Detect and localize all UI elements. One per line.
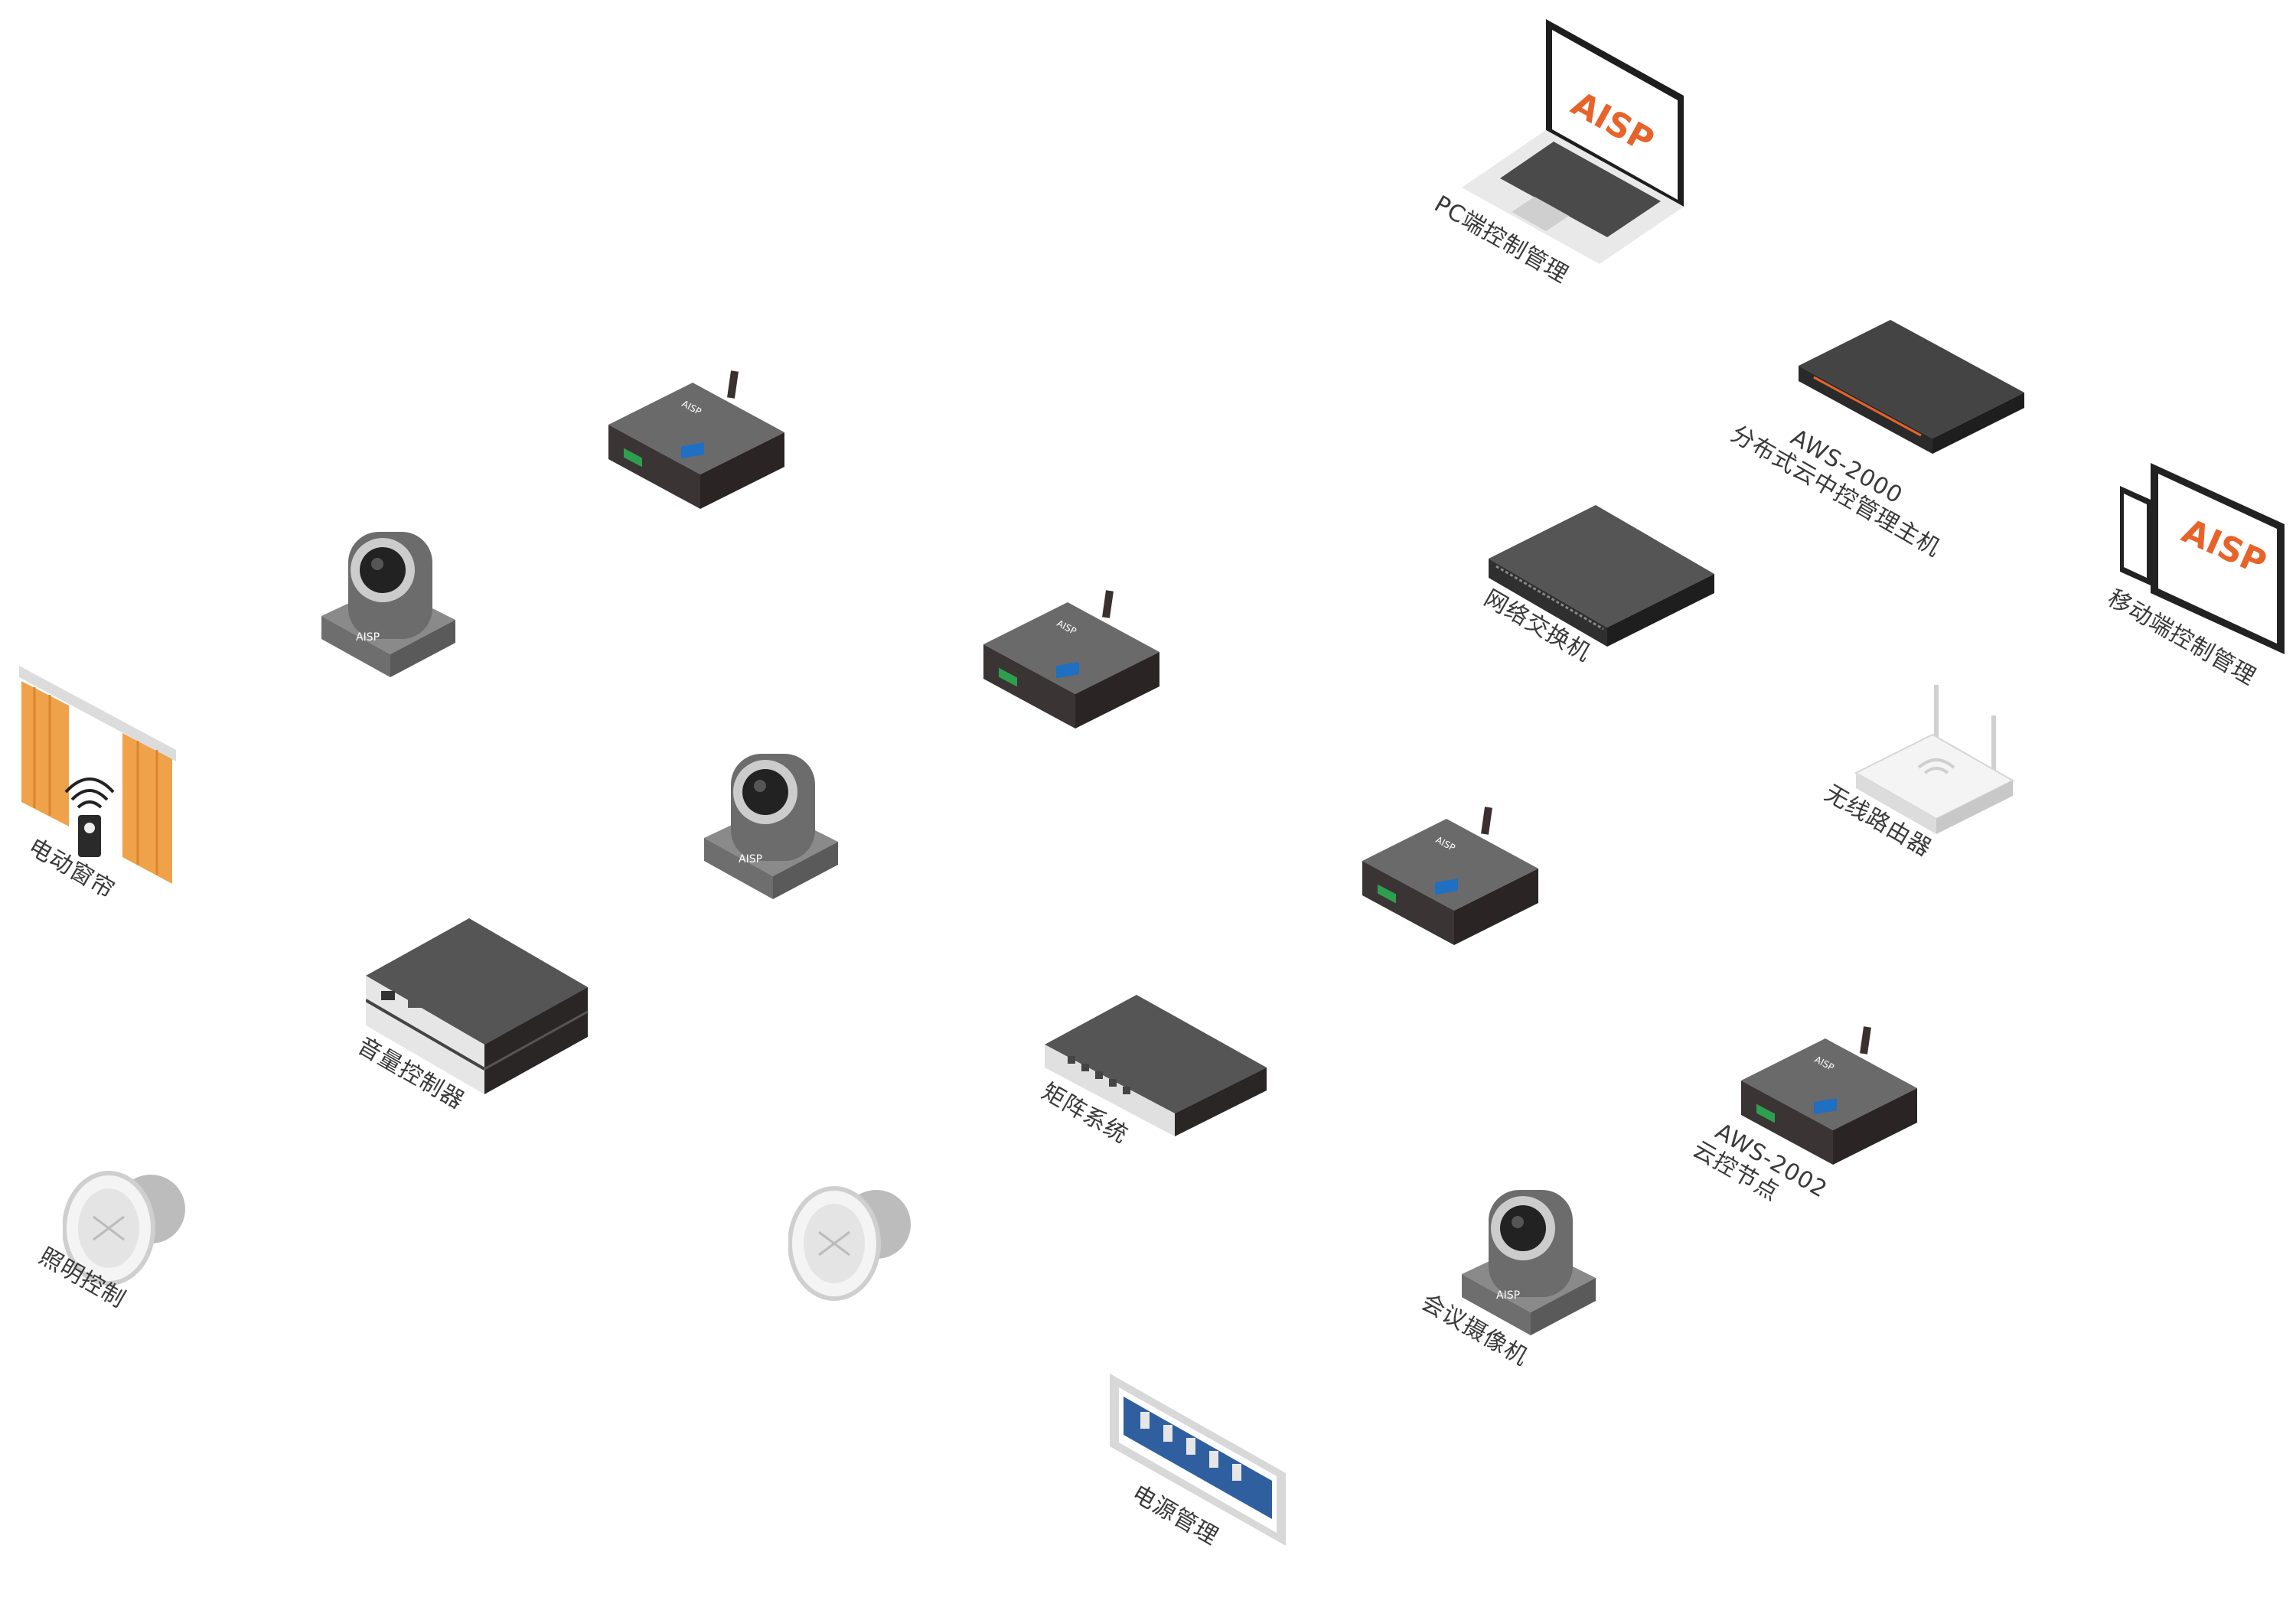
curtain-icon [19, 666, 176, 884]
audio-controller-icon [366, 918, 589, 1094]
ptz-camera-3-icon: AISP [1462, 1190, 1596, 1335]
svg-text:AISP: AISP [739, 853, 762, 865]
aws-2000-host-icon [1799, 320, 2024, 454]
cloud-node-4-icon: AISP [1741, 1026, 1917, 1165]
downlight-1-icon [63, 1171, 185, 1286]
mobile-devices-icon: AISP [2120, 463, 2285, 654]
cloud-node-3-icon: AISP [1362, 807, 1538, 945]
power-panel-icon [1110, 1374, 1286, 1546]
network-switch-icon [1489, 505, 1714, 647]
wireless-router-icon [1854, 685, 2015, 834]
ptz-camera-2-icon: AISP [704, 754, 838, 899]
cloud-node-1-icon: AISP [608, 370, 784, 509]
cloud-node-2-icon: AISP [983, 590, 1159, 729]
downlight-2-icon [788, 1186, 911, 1301]
matrix-system-icon [1045, 995, 1267, 1136]
ptz-camera-1-icon: AISP [321, 532, 455, 677]
laptop-icon: AISP [1462, 19, 1684, 264]
svg-text:AISP: AISP [1496, 1289, 1520, 1302]
svg-text:AISP: AISP [356, 631, 380, 644]
